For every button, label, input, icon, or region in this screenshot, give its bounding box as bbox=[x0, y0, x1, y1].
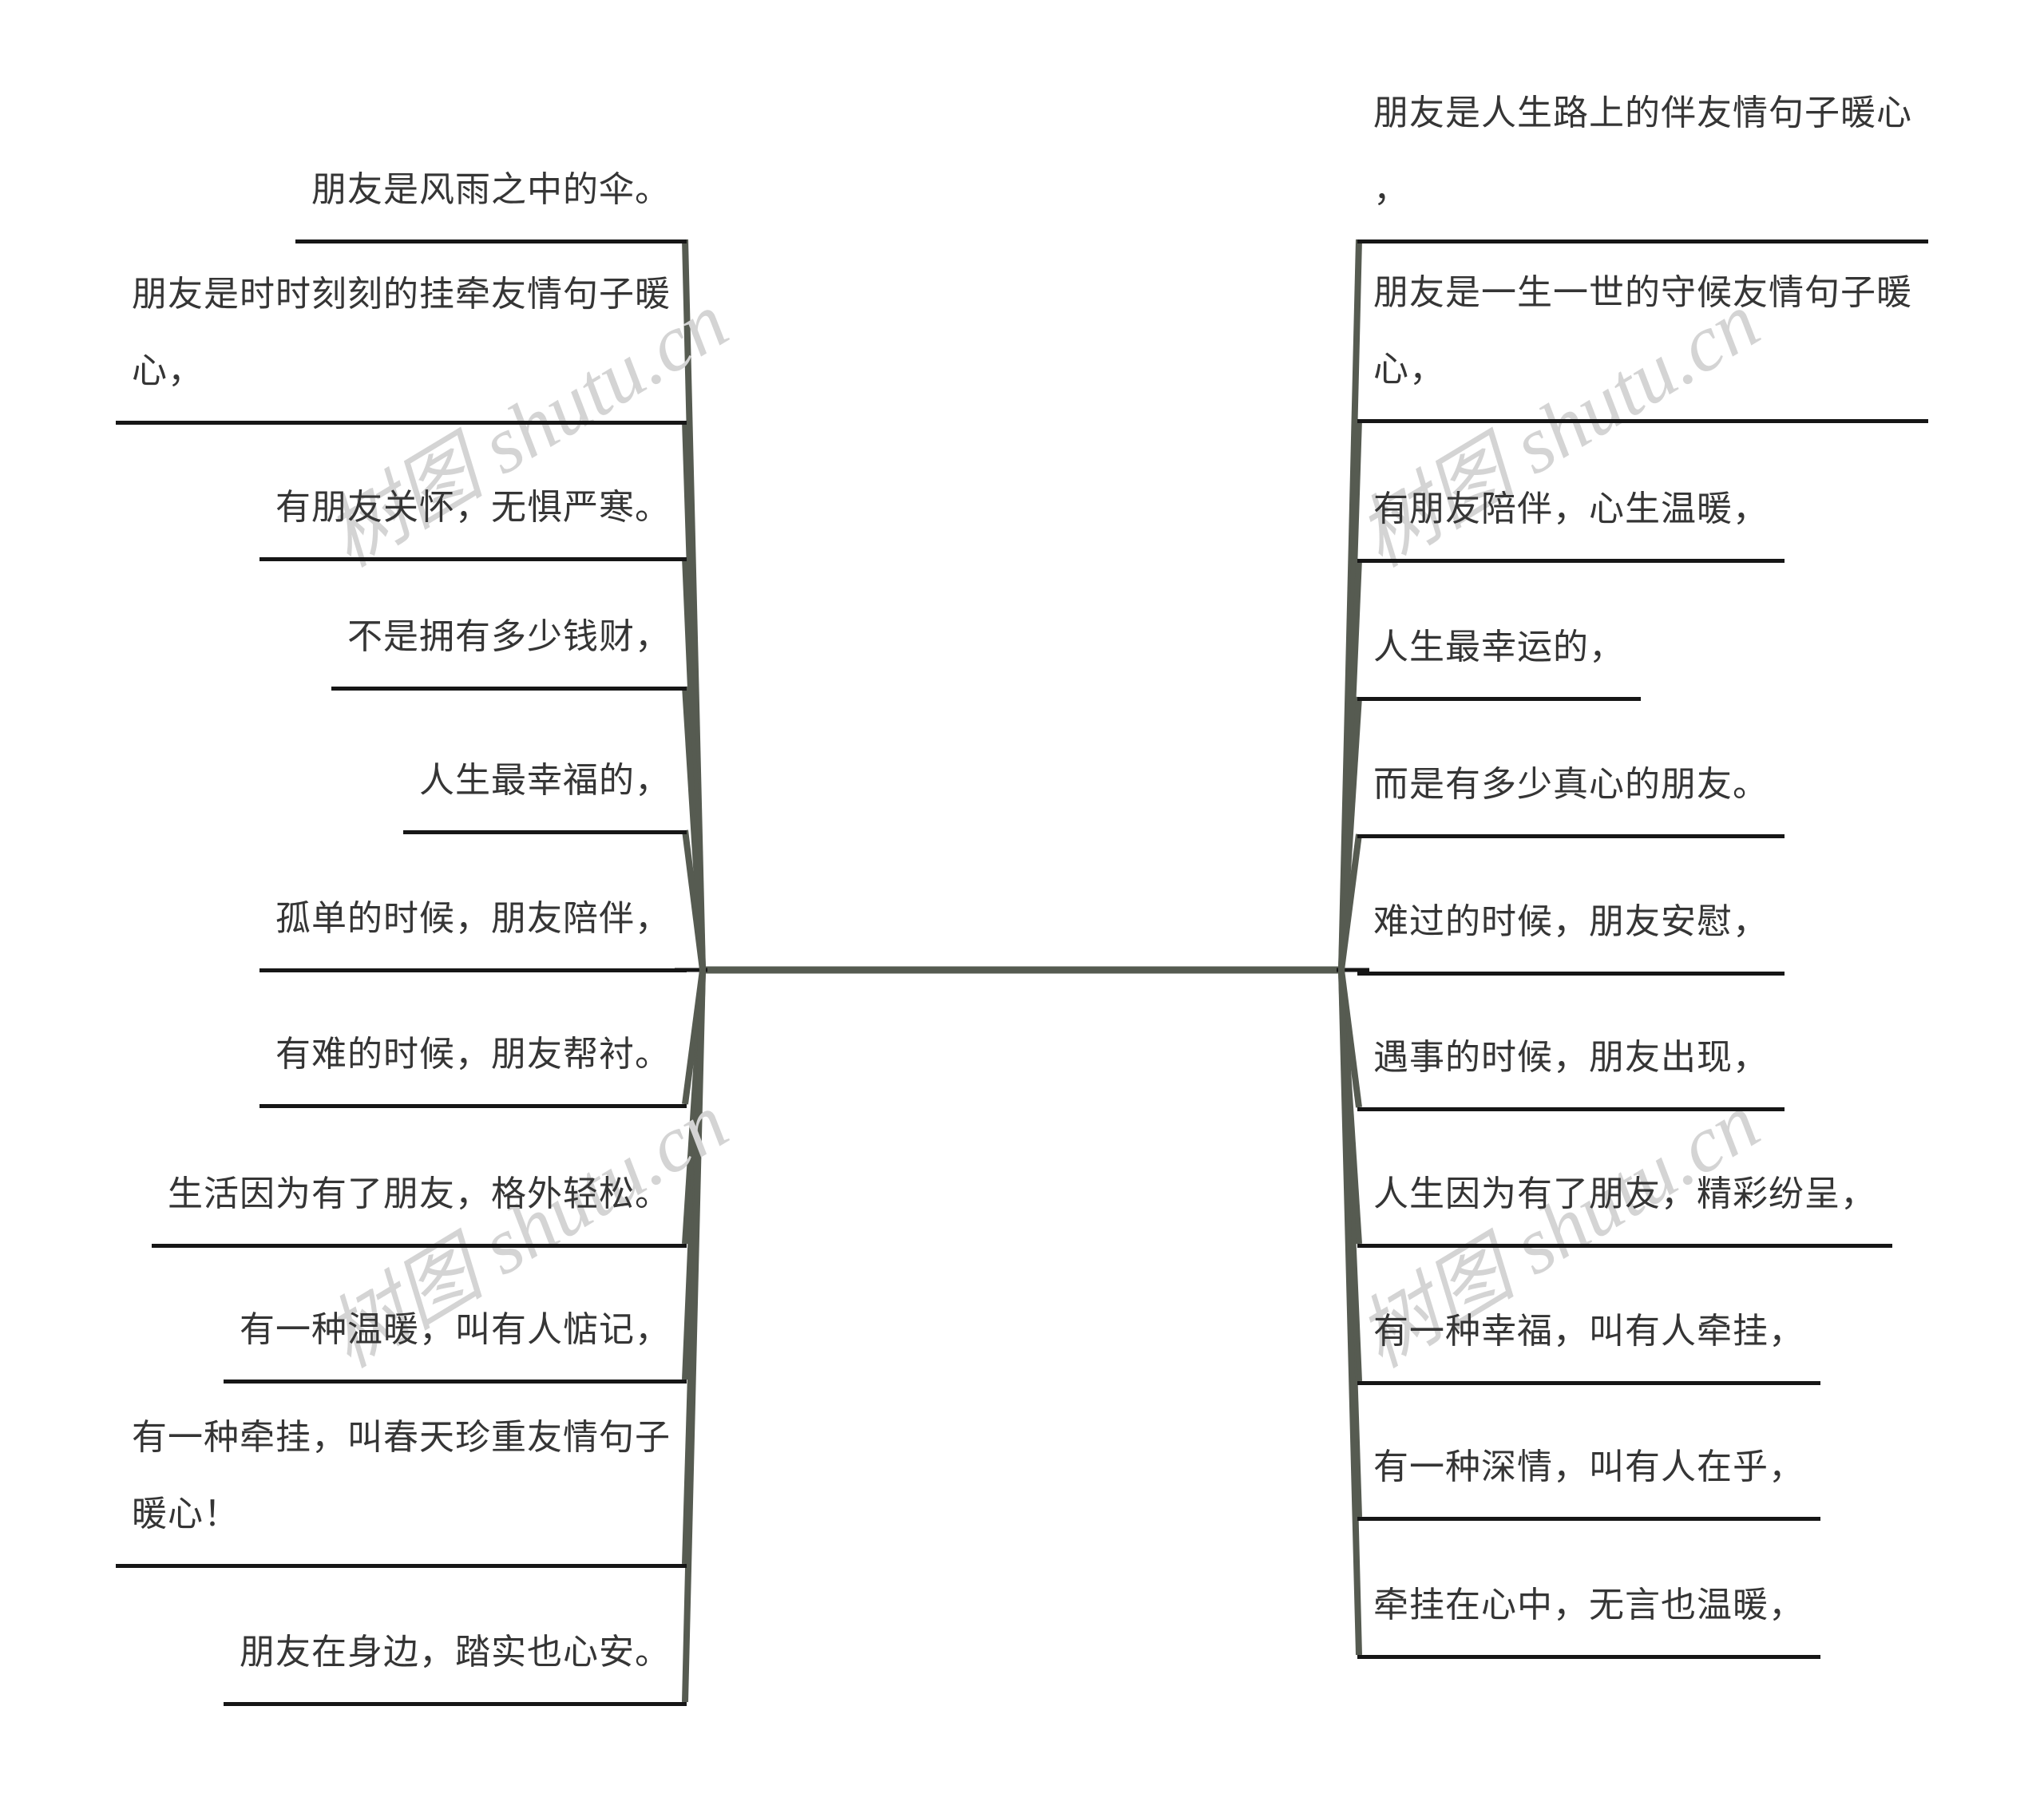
node-text-line: 而是有多少真心的朋友。 bbox=[1373, 765, 1769, 804]
node-text-line: 有一种温暖，叫有人惦记， bbox=[240, 1310, 671, 1349]
mindmap-node[interactable]: 人生最幸运的， bbox=[1357, 609, 1641, 701]
mindmap-node[interactable]: 难过的时候，朋友安慰， bbox=[1357, 884, 1785, 976]
branch-line bbox=[682, 969, 706, 1105]
branch-line bbox=[1338, 418, 1362, 971]
node-text-line: 有一种深情，叫有人在乎， bbox=[1373, 1447, 1804, 1486]
node-text-line: 有朋友关怀，无惧严寒。 bbox=[275, 488, 671, 527]
node-text-line: 心， bbox=[1373, 350, 1445, 389]
branch-line bbox=[1338, 969, 1362, 1108]
branch-line bbox=[682, 829, 706, 971]
node-text-line: 朋友是人生路上的伴友情句子暖心 bbox=[1373, 93, 1912, 133]
node-text-line: 朋友是一生一世的守候友情句子暖 bbox=[1373, 273, 1912, 312]
branch-line bbox=[1338, 558, 1362, 971]
branch-line bbox=[682, 556, 706, 971]
node-text-line: 人生最幸福的， bbox=[419, 761, 671, 800]
branch-line bbox=[1338, 969, 1362, 1656]
mindmap-node[interactable]: 遇事的时候，朋友出现， bbox=[1357, 1019, 1785, 1111]
mindmap-node[interactable]: 有朋友关怀，无惧严寒。 bbox=[259, 469, 687, 561]
branch-line bbox=[682, 239, 706, 971]
node-text-line: 朋友是风雨之中的伞。 bbox=[311, 170, 671, 209]
mindmap-node[interactable]: 朋友是一生一世的守候友情句子暖 心， bbox=[1357, 255, 1928, 423]
node-text-line: 人生最幸运的， bbox=[1373, 627, 1625, 667]
node-text-line: 不是拥有多少钱财， bbox=[347, 617, 671, 656]
node-text-line: 有一种幸福，叫有人牵挂， bbox=[1373, 1312, 1804, 1351]
node-text-line: 遇事的时候，朋友出现， bbox=[1373, 1038, 1769, 1077]
mindmap-node[interactable]: 有一种牵挂，叫春天珍重友情句子 暖心！ bbox=[116, 1399, 687, 1568]
mindmap-node[interactable]: 有难的时候，朋友帮衬。 bbox=[259, 1016, 687, 1108]
mindmap-node[interactable]: 朋友是风雨之中的伞。 bbox=[295, 152, 687, 243]
node-text-line: 有难的时候，朋友帮衬。 bbox=[275, 1035, 671, 1074]
mindmap-node[interactable]: 有一种温暖，叫有人惦记， bbox=[224, 1292, 687, 1384]
branch-line bbox=[1338, 833, 1362, 971]
node-text-line: 暖心！ bbox=[132, 1494, 240, 1534]
branch-line bbox=[1338, 969, 1362, 1518]
mindmap-node[interactable]: 不是拥有多少钱财， bbox=[331, 599, 687, 691]
node-text-line: 难过的时候，朋友安慰， bbox=[1373, 902, 1769, 941]
mindmap-node[interactable]: 人生因为有了朋友，精彩纷呈， bbox=[1357, 1156, 1892, 1248]
node-text-line: 人生因为有了朋友，精彩纷呈， bbox=[1373, 1174, 1876, 1213]
branch-line bbox=[682, 969, 706, 1380]
branch-line bbox=[1338, 969, 1362, 1245]
branch-line bbox=[1338, 239, 1362, 971]
branch-line bbox=[682, 420, 706, 971]
node-text-line: 有一种牵挂，叫春天珍重友情句子 bbox=[132, 1418, 671, 1457]
branch-line bbox=[682, 686, 706, 971]
mindmap-node[interactable]: 牵挂在心中，无言也温暖， bbox=[1357, 1567, 1820, 1659]
mindmap-node[interactable]: 孤单的时候，朋友陪伴， bbox=[259, 881, 687, 972]
node-text-line: 心， bbox=[132, 351, 204, 390]
node-text-line: ， bbox=[1373, 170, 1409, 209]
node-text-line: 生活因为有了朋友，格外轻松。 bbox=[168, 1174, 671, 1213]
node-text-line: 孤单的时候，朋友陪伴， bbox=[275, 899, 671, 938]
branch-line bbox=[682, 969, 706, 1245]
mindmap-node[interactable]: 朋友是时时刻刻的挂牵友情句子暖 心， bbox=[116, 256, 687, 425]
mindmap-node[interactable]: 有一种深情，叫有人在乎， bbox=[1357, 1429, 1820, 1521]
mindmap-node[interactable]: 有一种幸福，叫有人牵挂， bbox=[1357, 1293, 1820, 1385]
mindmap-node[interactable]: 朋友是人生路上的伴友情句子暖心 ， bbox=[1357, 75, 1928, 243]
mindmap-node[interactable]: 朋友在身边，踏实也心安。 bbox=[224, 1614, 687, 1706]
node-text-line: 牵挂在心中，无言也温暖， bbox=[1373, 1585, 1804, 1625]
branch-line bbox=[1338, 969, 1362, 1382]
mindmap-node[interactable]: 有朋友陪伴，心生温暖， bbox=[1357, 471, 1785, 563]
node-text-line: 有朋友陪伴，心生温暖， bbox=[1373, 489, 1769, 528]
node-text-line: 朋友是时时刻刻的挂牵友情句子暖 bbox=[132, 275, 671, 314]
mindmap-node[interactable]: 而是有多少真心的朋友。 bbox=[1357, 746, 1785, 838]
node-text-line: 朋友在身边，踏实也心安。 bbox=[240, 1633, 671, 1672]
branch-line bbox=[682, 969, 706, 1565]
mindmap-node[interactable]: 生活因为有了朋友，格外轻松。 bbox=[152, 1156, 687, 1248]
branch-line bbox=[682, 969, 706, 1703]
branch-line bbox=[1338, 696, 1362, 971]
mindmap-node[interactable]: 人生最幸福的， bbox=[403, 742, 687, 834]
